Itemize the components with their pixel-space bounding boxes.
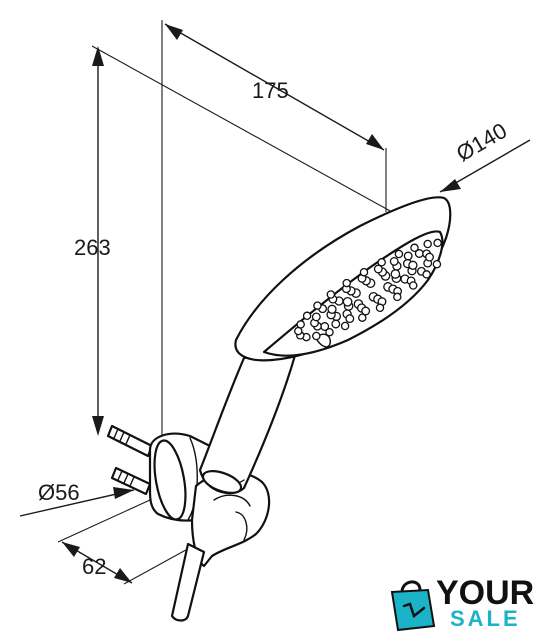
- nozzle: [359, 267, 369, 277]
- holder-diameter-value: 56: [55, 480, 79, 505]
- nozzle: [377, 258, 386, 267]
- shower-handle: [198, 350, 298, 495]
- nozzle: [358, 313, 367, 322]
- holder-depth-label: 62: [82, 554, 106, 579]
- nozzle: [422, 270, 431, 279]
- nozzle: [410, 243, 419, 253]
- nozzle: [433, 238, 442, 248]
- dimension-head-diameter: Ø140: [439, 118, 531, 193]
- nozzle: [327, 304, 337, 314]
- nozzle: [389, 256, 399, 266]
- nozzle: [403, 251, 413, 261]
- nozzle: [325, 327, 334, 337]
- logo-word-your: YOUR: [436, 574, 534, 612]
- nozzle: [425, 252, 434, 262]
- nozzle: [326, 290, 336, 299]
- nozzle: [394, 249, 404, 259]
- dimension-height: 263: [74, 45, 393, 436]
- spray-nozzles: [294, 238, 442, 342]
- nozzle: [312, 331, 321, 341]
- logo-word-sale: SALE: [450, 606, 521, 631]
- nozzle: [432, 259, 442, 269]
- wall-holder: [148, 432, 216, 522]
- nozzle: [342, 278, 351, 288]
- width-label: 175: [252, 78, 289, 103]
- diameter-symbol: Ø: [38, 480, 55, 505]
- nozzle: [313, 301, 322, 310]
- nozzle: [393, 292, 402, 302]
- nozzle: [342, 296, 353, 307]
- holder-diameter-label: Ø56: [38, 480, 80, 505]
- nozzle: [375, 303, 385, 313]
- nozzle: [408, 260, 418, 270]
- nozzle: [302, 311, 312, 321]
- dimension-holder-diameter: Ø56: [19, 480, 135, 517]
- nozzle: [423, 239, 432, 249]
- nozzle: [296, 320, 305, 329]
- wall-screws: [106, 424, 154, 496]
- nozzle: [331, 319, 341, 329]
- nozzle: [340, 321, 350, 331]
- shower-hose: [170, 542, 206, 622]
- nozzle: [361, 306, 371, 316]
- dimension-width: 175: [161, 20, 387, 440]
- nozzle: [390, 269, 401, 279]
- your-sale-logo: YOUR SALE: [390, 574, 534, 632]
- nozzle: [345, 314, 355, 324]
- shopping-bag-icon: [390, 580, 436, 632]
- nozzle: [408, 281, 418, 290]
- shower-head: [234, 196, 452, 362]
- head-diameter-label: Ø140: [452, 118, 511, 167]
- nozzle: [373, 264, 383, 274]
- height-label: 263: [74, 235, 111, 260]
- nozzle: [311, 312, 321, 322]
